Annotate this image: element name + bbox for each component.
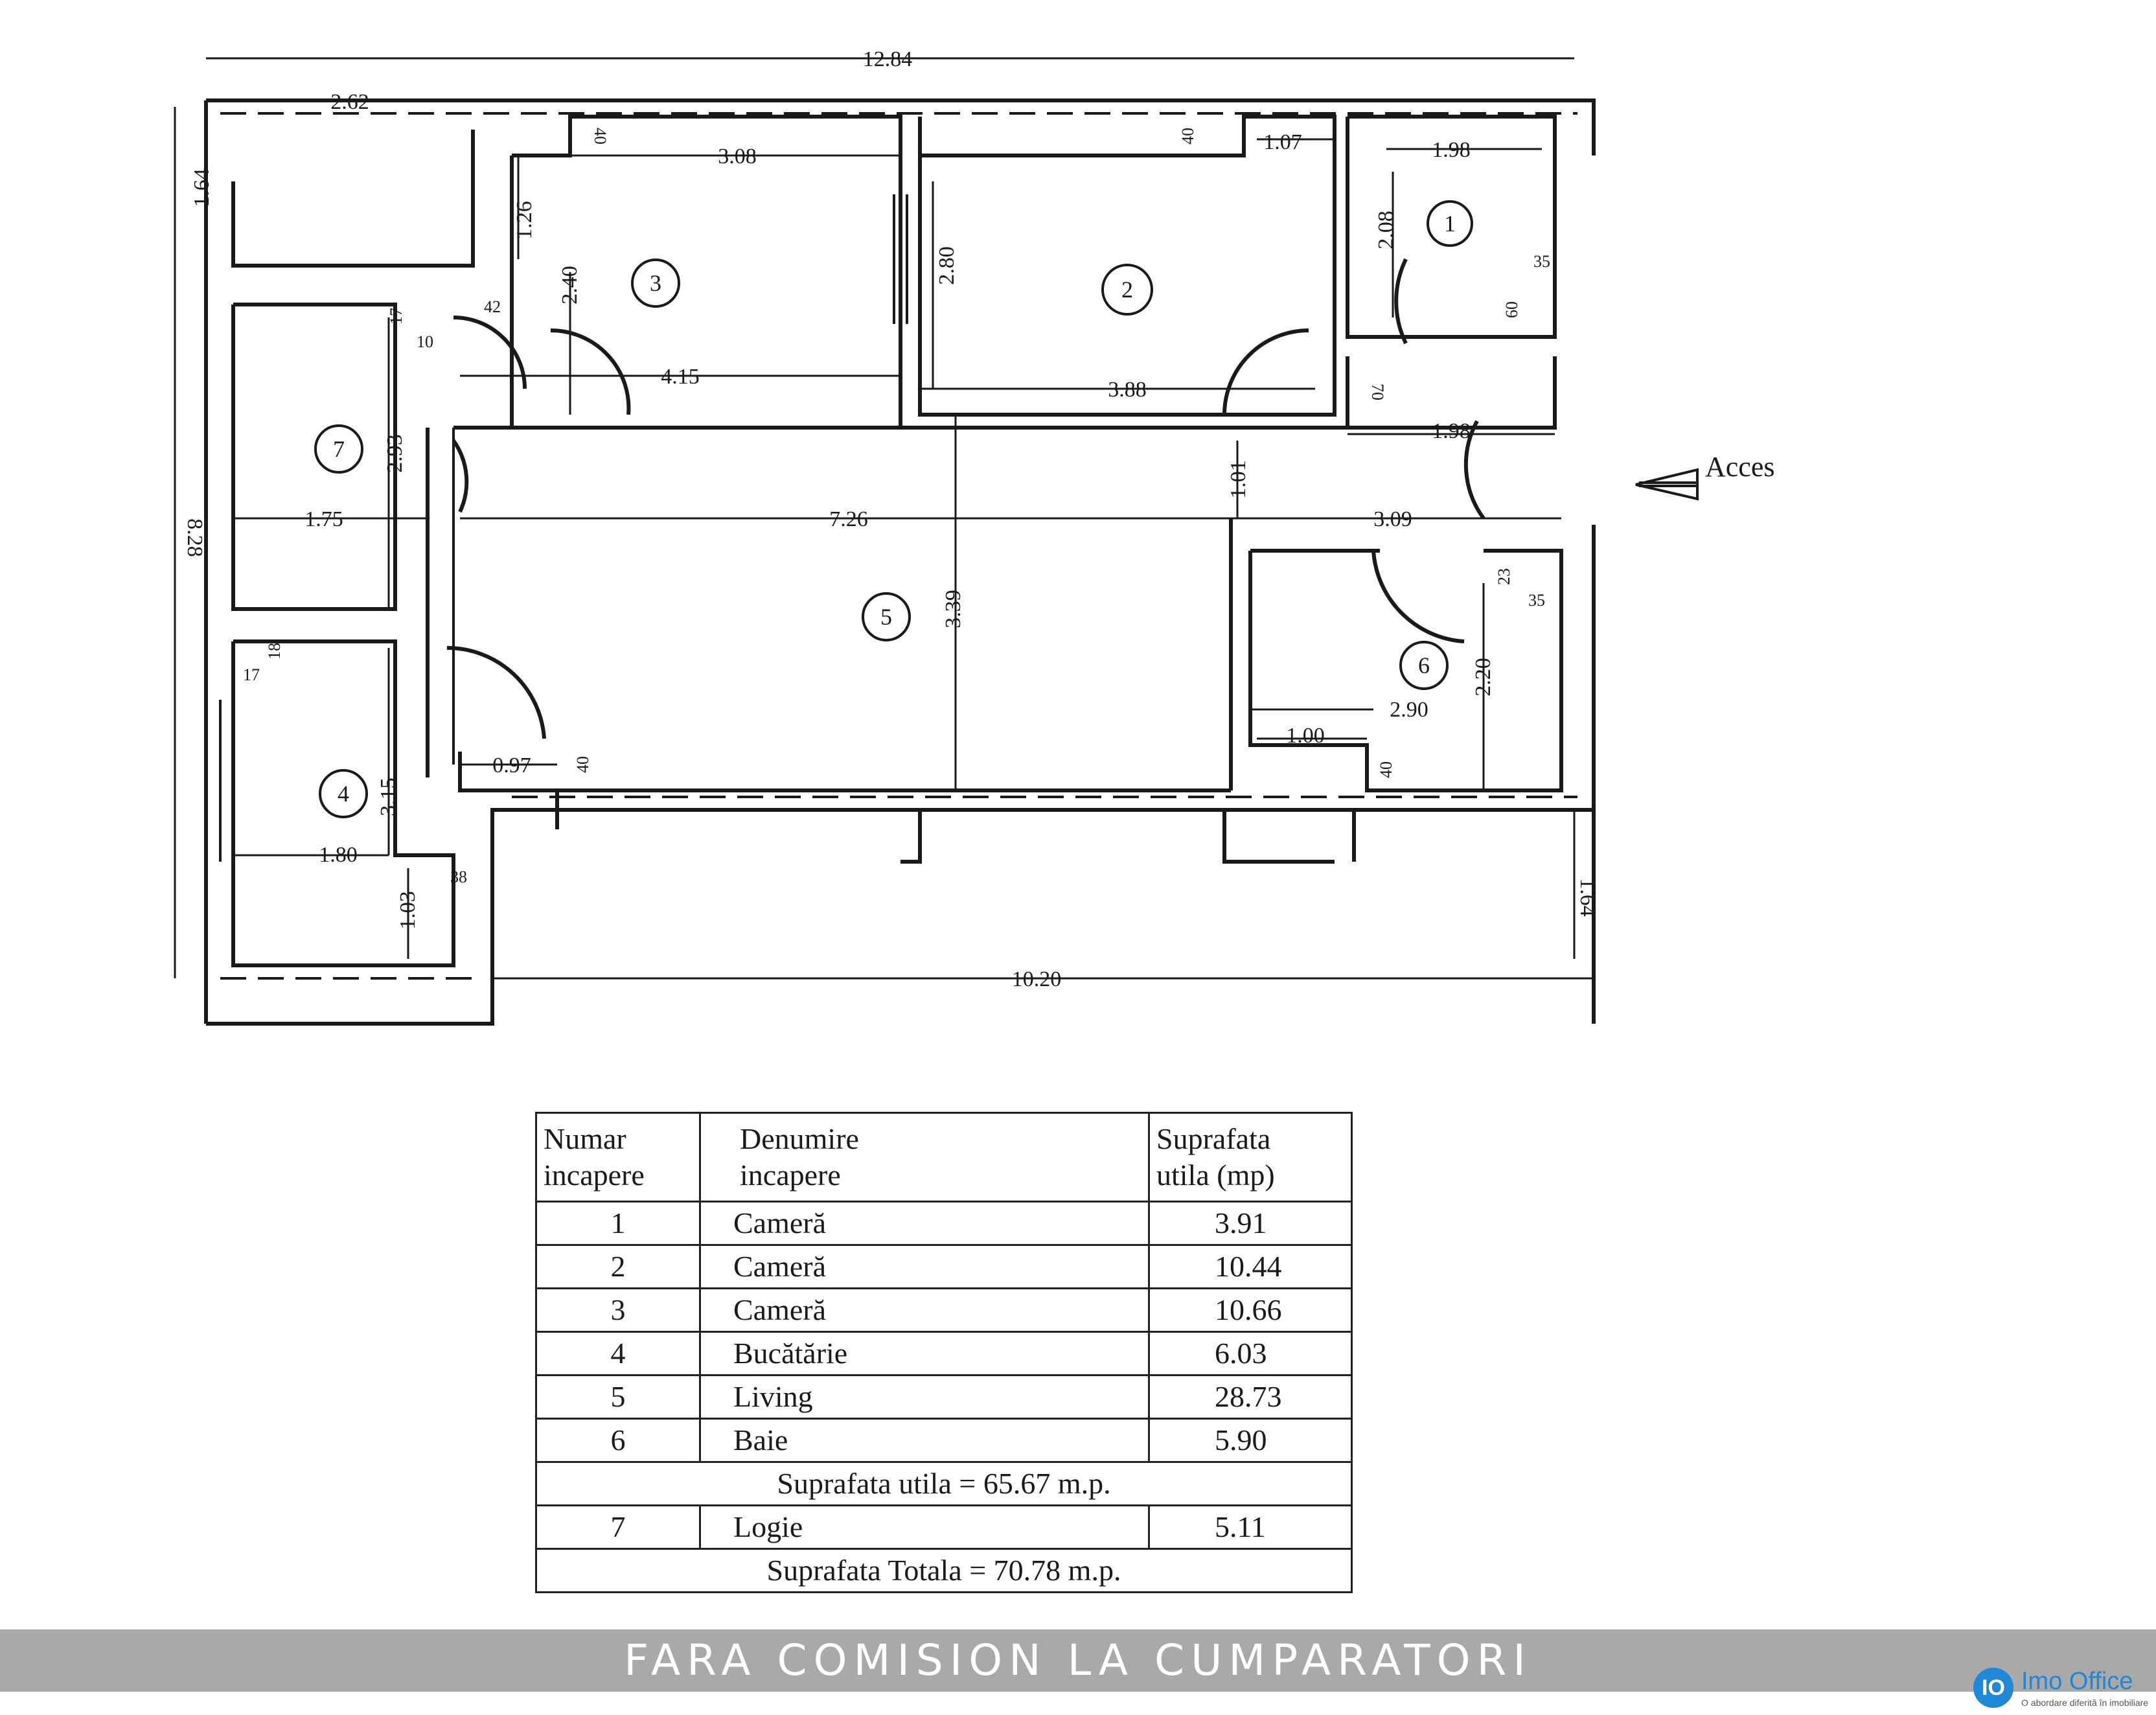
dim-label: 3.08 (718, 144, 757, 168)
column-header-room-number: Numar incapere (535, 1112, 701, 1203)
dim-label: 1.64 (190, 168, 214, 207)
table-row: 4 Bucătărie 6.03 (535, 1331, 1353, 1376)
table-row: 6 Baie 5.90 (535, 1418, 1353, 1463)
room-area-cell: 6.03 (1148, 1331, 1353, 1376)
room-name-cell: Living (699, 1374, 1150, 1420)
room-number-cell: 7 (535, 1504, 701, 1550)
subtotal-row: Suprafata utila = 65.67 m.p. (535, 1461, 1353, 1506)
dim-label: 10.20 (1012, 967, 1062, 991)
dim-label: 3.15 (376, 777, 400, 816)
dim-label: 1.26 (512, 201, 536, 240)
room-name-cell: Logie (699, 1504, 1150, 1550)
total-row: Suprafata Totala = 70.78 m.p. (535, 1548, 1353, 1593)
room-name-cell: Cameră (699, 1244, 1150, 1289)
room-number-cell: 5 (535, 1374, 701, 1420)
table-row: 7 Logie 5.11 (535, 1504, 1353, 1550)
access-label: Acces (1705, 451, 1775, 483)
room-name-cell: Bucătărie (699, 1331, 1150, 1376)
floor-plan: 12.84 2.62 1.64 3.08 1.07 1.98 40 40 2.0… (174, 47, 1775, 1026)
table-row: 1 Cameră 3.91 (535, 1201, 1353, 1246)
room-marker: 2 (1121, 277, 1133, 303)
dim-label: 2.20 (1471, 658, 1495, 696)
room-area-cell: 3.91 (1148, 1201, 1353, 1246)
dim-label: 17 (243, 665, 260, 684)
room-marker: 6 (1418, 652, 1430, 678)
dim-label: 3.39 (941, 590, 965, 628)
dim-label: 0.97 (492, 754, 531, 777)
brand-tagline: O abordare diferită în imobiliare (2021, 1698, 2149, 1708)
dim-label: 1.64 (1576, 878, 1600, 917)
dim-label: 10 (417, 332, 433, 351)
room-area-cell: 28.73 (1148, 1374, 1353, 1420)
brand-mark: IO (1973, 1668, 2013, 1708)
dim-label: 8.28 (183, 518, 207, 557)
room-number-cell: 6 (535, 1418, 701, 1463)
dim-label: 1.75 (304, 507, 343, 531)
room-name-cell: Baie (699, 1418, 1150, 1463)
dim-label: 1.01 (1226, 460, 1250, 499)
room-marker: 3 (650, 270, 661, 296)
dim-label: 1.03 (396, 891, 420, 930)
dim-label: 1.80 (319, 843, 358, 867)
dim-label: 7.26 (829, 507, 868, 531)
column-header-usable-area: Suprafata utila (mp) (1148, 1112, 1353, 1203)
no-commission-banner: FARA COMISION LA CUMPARATORI (0, 1629, 2156, 1692)
dim-label: 4.15 (661, 365, 700, 389)
total-area: Suprafata Totala = 70.78 m.p. (535, 1548, 1353, 1593)
room-marker: 7 (333, 436, 345, 462)
dim-label: 40 (591, 128, 610, 144)
room-area-cell: 5.11 (1148, 1504, 1353, 1550)
dim-label: 2.62 (330, 90, 369, 114)
dim-label: 2.90 (1390, 698, 1428, 722)
room-marker: 5 (880, 604, 892, 630)
dim-label: 12.84 (863, 47, 913, 71)
table-header-row: Numar incapere Denumire incapere Suprafa… (535, 1112, 1353, 1203)
dim-label: 70 (1368, 384, 1387, 400)
room-area-cell: 10.66 (1148, 1287, 1353, 1333)
room-area-cell: 10.44 (1148, 1244, 1353, 1289)
column-header-room-name: Denumire incapere (699, 1112, 1150, 1203)
dim-label: 2.93 (383, 434, 407, 473)
brand-logo: IO Imo Office O abordare diferită în imo… (1973, 1665, 2148, 1712)
room-number-cell: 3 (535, 1287, 701, 1333)
room-marker: 1 (1444, 211, 1456, 236)
dim-label: 3.88 (1108, 378, 1147, 402)
room-number-cell: 4 (535, 1331, 701, 1376)
dim-label: 38 (450, 868, 467, 886)
dim-label: 17 (387, 308, 406, 325)
dim-label: 2.80 (935, 246, 959, 285)
brand-name: Imo Office (2021, 1668, 2133, 1695)
dim-label: 40 (1377, 761, 1395, 778)
table-row: 2 Cameră 10.44 (535, 1244, 1353, 1289)
dim-label: 2.08 (1374, 211, 1398, 249)
room-marker: 4 (338, 781, 349, 807)
dim-label: 1.98 (1432, 419, 1471, 443)
room-name-cell: Cameră (699, 1201, 1150, 1246)
dim-label: 42 (484, 297, 501, 316)
dim-label: 35 (1528, 591, 1545, 610)
dim-label: 18 (265, 643, 284, 660)
room-area-table: Numar incapere Denumire incapere Suprafa… (535, 1112, 1353, 1593)
dim-label: 40 (573, 756, 592, 773)
room-number-cell: 1 (535, 1201, 701, 1246)
dim-label: 1.00 (1286, 724, 1325, 748)
dim-label: 40 (1178, 128, 1197, 144)
dim-label: 1.07 (1263, 130, 1302, 154)
usable-area-total: Suprafata utila = 65.67 m.p. (535, 1461, 1353, 1506)
table-row: 5 Living 28.73 (535, 1374, 1353, 1420)
room-name-cell: Cameră (699, 1287, 1150, 1333)
room-area-cell: 5.90 (1148, 1418, 1353, 1463)
dim-label: 60 (1502, 301, 1521, 318)
dim-label: 1.98 (1432, 138, 1471, 162)
dim-label: 3.09 (1373, 507, 1412, 531)
room-number-cell: 2 (535, 1244, 701, 1289)
dim-label: 35 (1533, 252, 1550, 271)
dim-label: 23 (1495, 568, 1513, 585)
table-row: 3 Cameră 10.66 (535, 1287, 1353, 1333)
dim-label: 2.40 (558, 266, 582, 305)
